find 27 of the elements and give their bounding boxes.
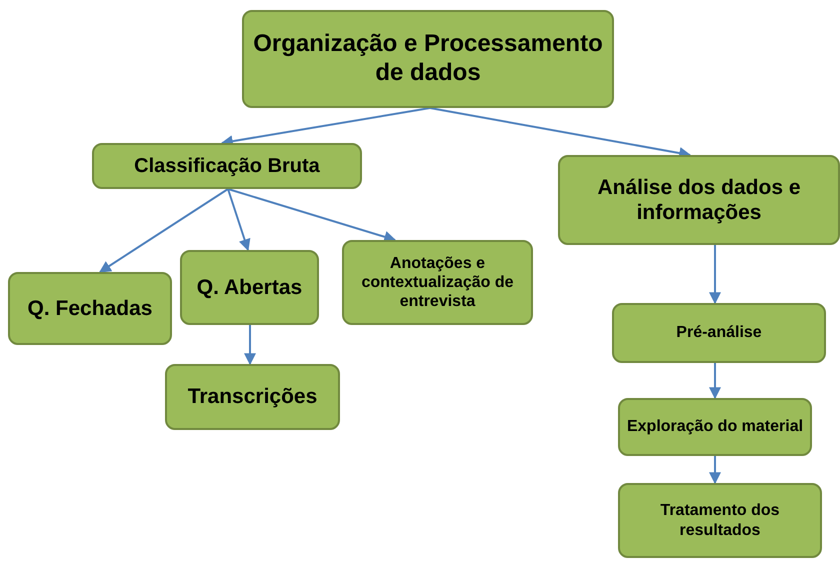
process-box — [342, 240, 533, 325]
arrow — [709, 456, 721, 484]
process-box — [618, 398, 812, 456]
process-box — [165, 364, 340, 430]
arrow — [228, 188, 396, 243]
process-box — [558, 155, 840, 245]
process-box — [180, 250, 319, 325]
node-label: Tratamento dos resultados — [659, 501, 781, 540]
process-box — [8, 272, 172, 345]
node-label: Classificação Bruta — [134, 154, 320, 178]
process-box — [92, 143, 362, 189]
arrow — [709, 363, 721, 400]
node-label: Q. Abertas — [196, 274, 302, 300]
arrow — [709, 245, 721, 304]
node-label: Q. Fechadas — [28, 296, 152, 322]
node-label: Transcrições — [188, 384, 318, 410]
node-label: Exploração do material — [626, 417, 804, 437]
process-box — [612, 303, 826, 363]
arrow — [244, 325, 256, 366]
node-label: Pré-análise — [676, 323, 762, 343]
node-label: Análise dos dados e informações — [596, 174, 802, 226]
process-box — [618, 483, 822, 558]
arrow — [99, 188, 229, 273]
node-label: Organização e Processamento de dados — [252, 30, 604, 88]
node-label: Anotações e contextualização de entrevista — [360, 254, 515, 312]
arrow — [227, 188, 250, 252]
process-box — [242, 10, 614, 108]
